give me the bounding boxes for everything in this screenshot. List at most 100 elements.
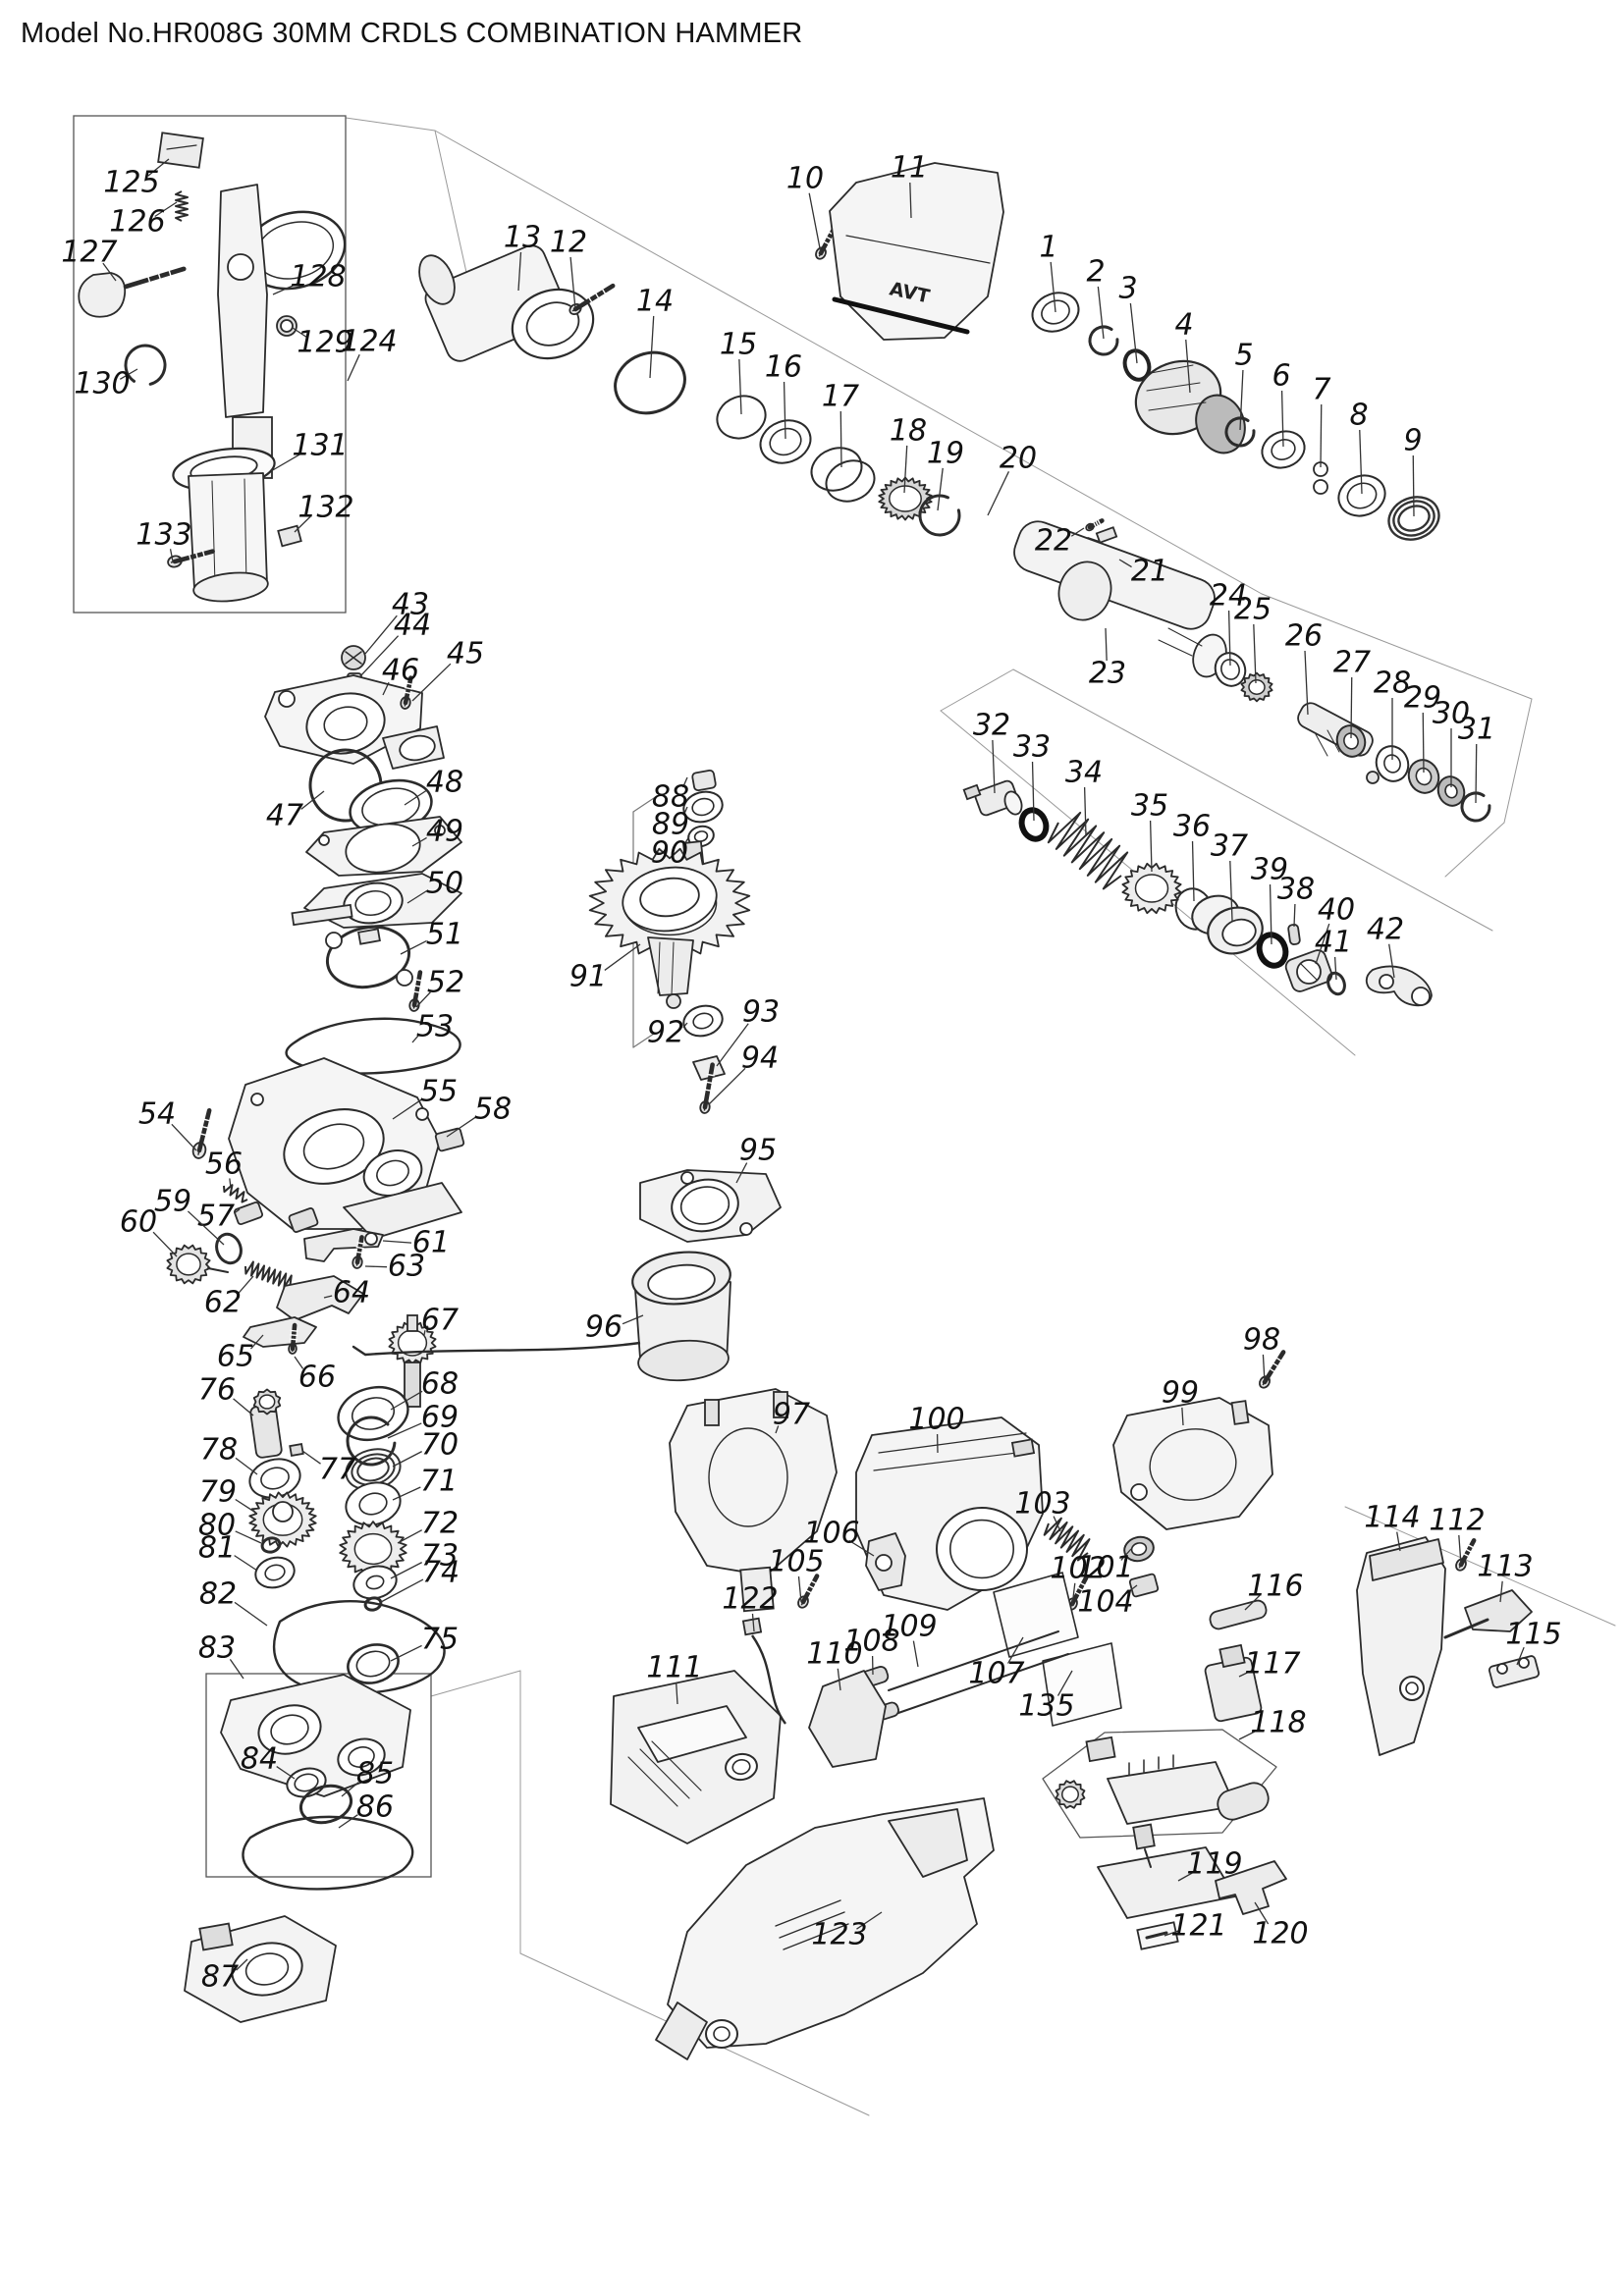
leader-line-133 bbox=[169, 549, 174, 562]
screw-thread bbox=[355, 1246, 364, 1250]
leader-line-78 bbox=[235, 1457, 258, 1475]
screw-thread bbox=[406, 682, 414, 686]
leader-line-42 bbox=[1388, 943, 1395, 979]
leader-line-66 bbox=[294, 1356, 304, 1369]
leader-line-123 bbox=[856, 1911, 883, 1930]
construction-line bbox=[940, 668, 1014, 712]
part-outline bbox=[343, 1182, 462, 1240]
screw-thread bbox=[194, 551, 199, 561]
part-label-48: 48 bbox=[426, 766, 463, 800]
part-ellipse bbox=[376, 1159, 409, 1187]
leader-line-54 bbox=[171, 1123, 197, 1151]
leader-line-2 bbox=[1097, 286, 1105, 340]
construction-line bbox=[897, 1653, 1069, 1714]
part-label-32: 32 bbox=[973, 709, 1010, 743]
part-outline bbox=[993, 1572, 1079, 1658]
screw-thread bbox=[1078, 1581, 1087, 1587]
construction-line bbox=[1326, 729, 1340, 753]
part-rect bbox=[205, 1673, 432, 1878]
part-label-42: 42 bbox=[1367, 913, 1404, 947]
part-label-70: 70 bbox=[421, 1428, 459, 1463]
part-label-67: 67 bbox=[421, 1304, 459, 1338]
screw-thread bbox=[414, 979, 423, 982]
part-rect bbox=[691, 769, 717, 792]
part-label-10: 10 bbox=[786, 162, 824, 196]
leader-line-29 bbox=[1422, 712, 1425, 774]
leader-line-117 bbox=[1238, 1669, 1255, 1678]
leader-line-109 bbox=[912, 1640, 919, 1668]
part-ellipse bbox=[889, 485, 922, 512]
part-label-98: 98 bbox=[1243, 1323, 1280, 1358]
part-ellipse bbox=[810, 447, 863, 492]
part-ellipse bbox=[176, 1253, 201, 1276]
leader-line-106 bbox=[848, 1539, 875, 1557]
leader-line-85 bbox=[341, 1782, 359, 1797]
construction-line bbox=[1443, 1618, 1489, 1639]
part-label-59: 59 bbox=[154, 1185, 191, 1219]
part-circle bbox=[318, 834, 330, 846]
clip-sketch bbox=[346, 1415, 397, 1467]
leader-line-73 bbox=[390, 1562, 422, 1579]
leader-line-77 bbox=[301, 1450, 321, 1465]
screw-thread bbox=[809, 1579, 818, 1585]
part-ellipse bbox=[716, 395, 767, 440]
screw-shaft bbox=[1069, 1575, 1089, 1607]
part-outline bbox=[647, 936, 694, 996]
part-label-63: 63 bbox=[388, 1250, 425, 1284]
part-label-108: 108 bbox=[843, 1625, 899, 1659]
part-label-118: 118 bbox=[1250, 1706, 1306, 1740]
leader-line-90 bbox=[683, 835, 690, 845]
leader-line-52 bbox=[415, 991, 431, 1008]
leader-line-91 bbox=[604, 943, 641, 971]
part-label-100: 100 bbox=[908, 1403, 964, 1437]
part-label-9: 9 bbox=[1403, 424, 1422, 458]
screw-shaft bbox=[800, 1574, 820, 1605]
part-outline bbox=[1042, 1729, 1277, 1839]
screw-shaft bbox=[172, 549, 215, 564]
part-ellipse bbox=[325, 925, 411, 989]
construction-line bbox=[1261, 593, 1533, 700]
part-label-57: 57 bbox=[197, 1200, 235, 1234]
screw-thread bbox=[1462, 1552, 1471, 1558]
part-ellipse bbox=[1220, 659, 1240, 680]
construction-line bbox=[1344, 1506, 1616, 1627]
part-label-38: 38 bbox=[1277, 873, 1315, 907]
leader-line-80 bbox=[235, 1530, 262, 1544]
part-ellipse bbox=[637, 1339, 730, 1382]
leader-line-5 bbox=[1239, 369, 1244, 431]
part-outline bbox=[751, 1634, 786, 1725]
part-label-105: 105 bbox=[768, 1545, 824, 1579]
part-label-22: 22 bbox=[1035, 524, 1072, 559]
part-ellipse bbox=[1397, 505, 1431, 532]
part-label-97: 97 bbox=[773, 1398, 810, 1432]
screw-thread bbox=[290, 1334, 298, 1337]
part-label-92: 92 bbox=[647, 1016, 684, 1050]
construction-line bbox=[632, 1033, 655, 1048]
part-ellipse bbox=[1326, 971, 1346, 996]
part-ellipse bbox=[639, 877, 700, 918]
leader-line-56 bbox=[229, 1178, 232, 1189]
leader-line-84 bbox=[276, 1765, 296, 1780]
part-rect bbox=[404, 1362, 421, 1408]
leader-line-4 bbox=[1185, 339, 1191, 394]
part-label-37: 37 bbox=[1211, 829, 1248, 864]
leader-line-99 bbox=[1181, 1407, 1184, 1426]
construction-line bbox=[832, 296, 970, 335]
leader-line-19 bbox=[937, 467, 944, 511]
part-ellipse bbox=[1221, 918, 1257, 947]
part-label-50: 50 bbox=[426, 867, 463, 901]
screw-shaft bbox=[1262, 1350, 1286, 1385]
leader-line-39 bbox=[1269, 883, 1272, 945]
screw-thread bbox=[199, 1133, 208, 1137]
leader-line-1 bbox=[1050, 261, 1056, 313]
spring-sketch bbox=[223, 1184, 248, 1203]
leader-line-35 bbox=[1149, 820, 1153, 873]
screw-thread bbox=[706, 1073, 715, 1077]
part-ellipse bbox=[264, 1564, 286, 1581]
leader-line-119 bbox=[1177, 1869, 1197, 1882]
part-label-111: 111 bbox=[646, 1651, 702, 1685]
leader-line-135 bbox=[1056, 1670, 1073, 1696]
screw-thread bbox=[1094, 519, 1100, 528]
part-rect bbox=[434, 1127, 465, 1152]
part-label-90: 90 bbox=[651, 836, 688, 871]
